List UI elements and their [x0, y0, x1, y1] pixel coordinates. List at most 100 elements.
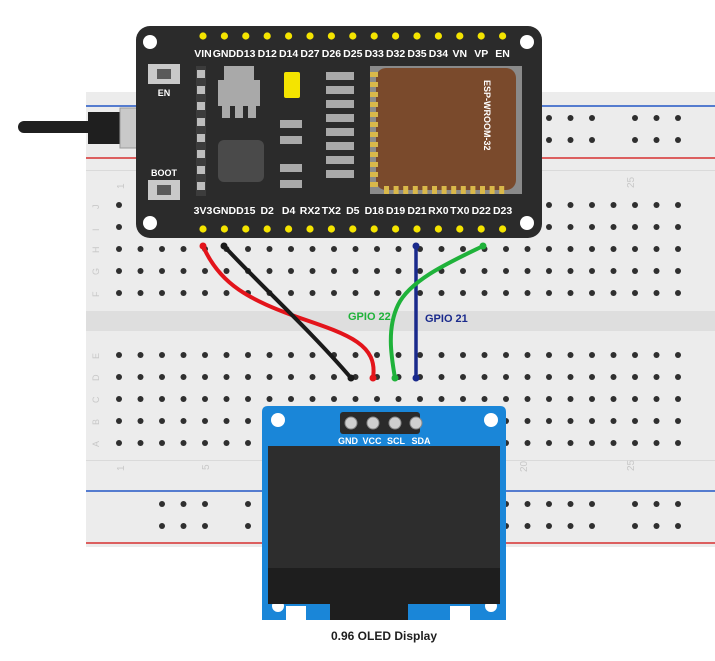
breadboard-hole — [137, 246, 144, 252]
breadboard-hole — [245, 396, 251, 402]
breadboard-hole — [632, 137, 638, 143]
top-pin — [392, 32, 400, 40]
breadboard-hole — [159, 501, 165, 507]
breadboard-hole — [675, 246, 681, 252]
breadboard-hole — [653, 374, 660, 380]
oled-ribbon — [330, 600, 408, 620]
breadboard-hole — [567, 137, 574, 143]
breadboard-hole — [438, 396, 445, 402]
breadboard-hole — [632, 290, 638, 296]
breadboard-hole — [632, 523, 638, 529]
breadboard-hole — [202, 418, 208, 424]
top-pin-label: VIN — [194, 48, 212, 60]
smd-part — [197, 70, 205, 78]
breadboard-hole — [159, 352, 165, 358]
breadboard-hole — [567, 418, 574, 424]
smd-part — [197, 134, 205, 142]
wroom-module-shield — [376, 68, 516, 190]
breadboard-hole — [266, 396, 273, 402]
breadboard-hole — [137, 290, 144, 296]
oled-caption: 0.96 OLED Display — [331, 629, 437, 643]
breadboard-hole — [546, 352, 552, 358]
breadboard-hole — [610, 374, 617, 380]
boot-button-cap[interactable] — [157, 185, 171, 195]
breadboard-hole — [567, 202, 574, 208]
oled-pin-label: GND — [338, 436, 359, 446]
smd-part — [197, 150, 205, 158]
module-pad — [370, 142, 378, 147]
top-pin — [327, 32, 335, 40]
top-pin — [242, 32, 250, 40]
smd-part — [197, 86, 205, 94]
top-pin-label: GND — [213, 48, 237, 60]
breadboard-hole — [374, 246, 380, 252]
breadboard-hole — [159, 374, 165, 380]
breadboard-hole — [116, 374, 122, 380]
breadboard-hole — [567, 115, 574, 121]
breadboard-hole — [352, 246, 359, 252]
breadboard-hole — [331, 268, 337, 274]
breadboard-hole — [546, 374, 552, 380]
en-button-cap[interactable] — [157, 69, 171, 79]
breadboard-hole — [567, 246, 574, 252]
module-pad — [432, 186, 437, 194]
top-pin-label: D35 — [407, 48, 426, 60]
breadboard-hole — [202, 268, 208, 274]
breadboard-hole — [223, 374, 230, 380]
breadboard-hole — [116, 352, 122, 358]
breadboard-hole — [395, 246, 402, 252]
breadboard-hole — [589, 418, 595, 424]
oled-pin-label: SCL — [387, 436, 406, 446]
breadboard-hole — [116, 418, 122, 424]
breadboard-hole — [653, 352, 660, 358]
breadboard-hole — [159, 268, 165, 274]
breadboard-hole — [352, 268, 359, 274]
breadboard-hole — [438, 352, 445, 358]
row-letter: D — [91, 374, 101, 381]
breadboard-hole — [395, 268, 402, 274]
breadboard-hole — [503, 290, 509, 296]
module-pad — [370, 132, 378, 137]
top-pin — [263, 32, 271, 40]
breadboard-hole — [610, 224, 617, 230]
regulator-leg — [222, 106, 230, 118]
top-pin — [220, 32, 228, 40]
breadboard-hole — [223, 352, 230, 358]
breadboard-hole — [481, 290, 488, 296]
breadboard-hole — [589, 290, 595, 296]
breadboard-hole — [675, 115, 681, 121]
breadboard-hole — [567, 523, 574, 529]
smd-part — [326, 100, 354, 108]
top-pin-label: D33 — [365, 48, 384, 60]
oled-pin-sda — [409, 416, 423, 430]
breadboard-hole — [460, 396, 466, 402]
bottom-pin-label: D5 — [346, 205, 360, 217]
breadboard-hole — [137, 418, 144, 424]
breadboard-hole — [589, 396, 595, 402]
row-letter: E — [91, 353, 101, 359]
row-letter: H — [91, 247, 101, 254]
module-pad — [460, 186, 466, 194]
breadboard-hole — [675, 224, 681, 230]
breadboard-hole — [245, 501, 251, 507]
breadboard-hole — [180, 418, 187, 424]
wroom-module-pads — [370, 72, 505, 194]
breadboard-hole — [567, 352, 574, 358]
wire-end — [369, 374, 377, 382]
breadboard-hole — [675, 137, 681, 143]
bottom-pin-label: TX2 — [322, 205, 341, 217]
en-label: EN — [158, 88, 171, 98]
breadboard-hole — [180, 374, 187, 380]
breadboard-hole — [524, 523, 531, 529]
breadboard-hole — [202, 523, 208, 529]
top-pin-label: EN — [495, 48, 510, 60]
wire-end — [479, 242, 487, 250]
breadboard-hole — [395, 352, 402, 358]
regulator-tab — [224, 66, 254, 80]
breadboard-hole — [524, 501, 531, 507]
breadboard-hole — [180, 396, 187, 402]
breadboard-hole — [223, 418, 230, 424]
bottom-pin — [199, 225, 207, 233]
breadboard-hole — [309, 268, 316, 274]
